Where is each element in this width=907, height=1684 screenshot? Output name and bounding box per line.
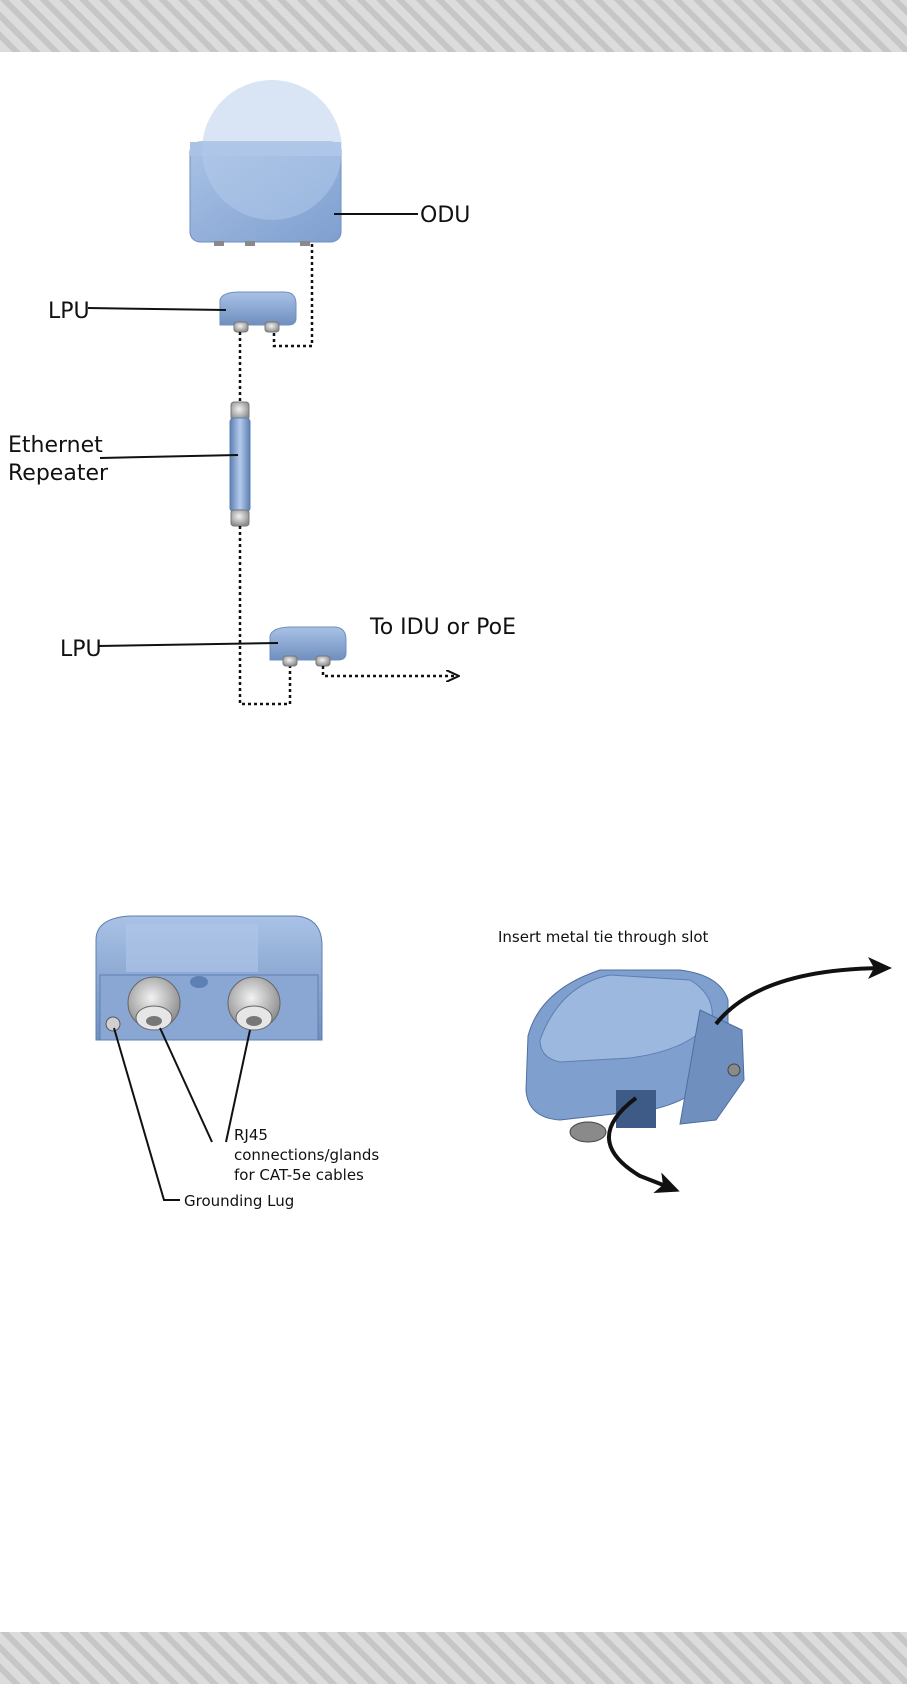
- lpu-top-unit: [220, 292, 296, 332]
- lpu-front-view: [96, 916, 322, 1040]
- lpu-top-label: LPU: [48, 299, 90, 324]
- cable-to-idu-or-poe: [323, 666, 458, 676]
- rj45-gland-right: [228, 977, 280, 1030]
- cable-repeater-to-lpu: [240, 526, 290, 704]
- lpu-bottom-label: LPU: [60, 637, 102, 662]
- lpu-top-leader-line: [88, 308, 226, 310]
- grounding-lug: [106, 1017, 120, 1031]
- ethernet-repeater-unit: [230, 402, 250, 526]
- metal-tie-arrow-top: [716, 968, 888, 1024]
- figure-2-lpu-connections: RJ45 connections/glands for CAT-5e cable…: [96, 916, 379, 1210]
- rj45-label-line2: connections/glands: [234, 1146, 379, 1164]
- lpu-bottom-unit: [270, 627, 346, 666]
- repeater-label-line1: Ethernet: [8, 433, 103, 458]
- grounding-label: Grounding Lug: [184, 1192, 294, 1210]
- rj45-leader-left: [160, 1028, 212, 1142]
- repeater-label-line2: Repeater: [8, 461, 109, 486]
- repeater-leader-line: [100, 455, 238, 458]
- lpu-isometric-view: [526, 970, 744, 1142]
- odu-label: ODU: [420, 203, 470, 228]
- figure-1-cabling: ODU LPU Ethernet Repeater: [8, 80, 516, 704]
- destination-label: To IDU or PoE: [369, 615, 516, 640]
- grounding-leader: [114, 1028, 180, 1200]
- rj45-gland-left: [128, 977, 180, 1030]
- figure-3-metal-tie: Insert metal tie through slot: [498, 928, 888, 1190]
- metal-tie-instruction: Insert metal tie through slot: [498, 928, 709, 946]
- odu-unit: [190, 80, 342, 246]
- rj45-label-line1: RJ45: [234, 1126, 268, 1144]
- rj45-label-line3: for CAT-5e cables: [234, 1166, 364, 1184]
- lpu-bottom-leader-line: [98, 643, 278, 646]
